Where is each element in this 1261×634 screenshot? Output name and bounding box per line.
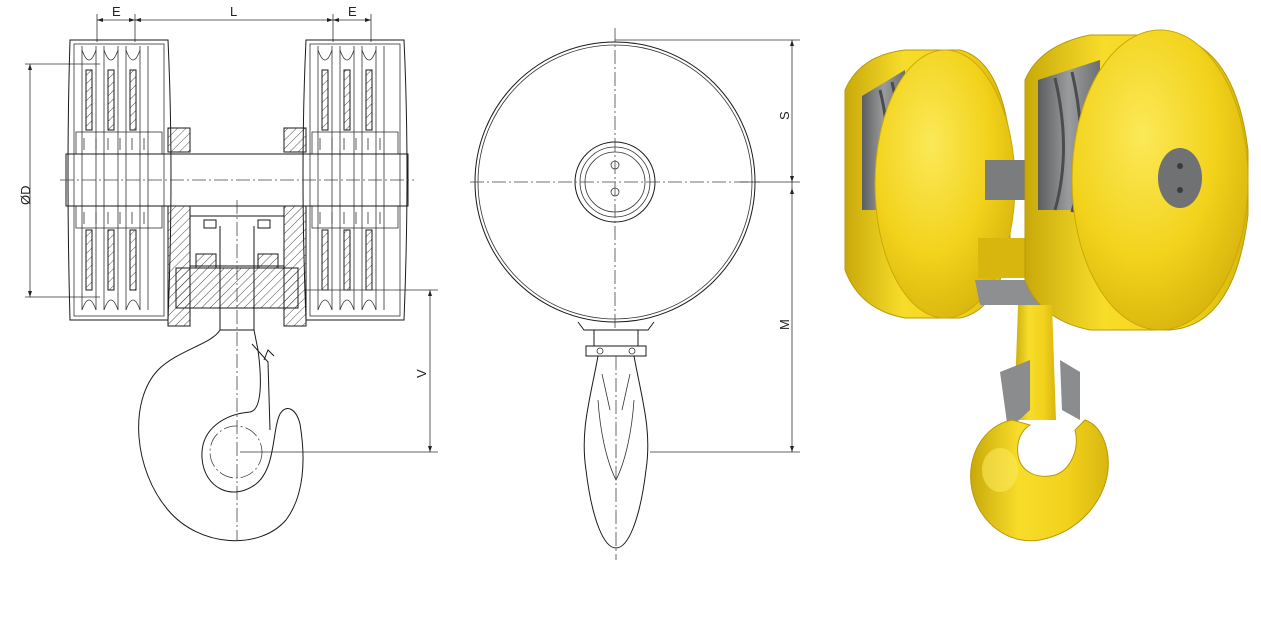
render-right-wheel: [1024, 29, 1249, 331]
dimension-m: M: [650, 182, 800, 453]
hook-outline: [138, 200, 304, 542]
section-view: E L E ØD: [18, 4, 438, 542]
dim-label-diameter: ØD: [18, 186, 33, 206]
dim-label-e-right: E: [348, 4, 357, 19]
side-view: S M: [470, 28, 800, 560]
dim-label-e-left: E: [112, 4, 121, 19]
dimension-diameter: ØD: [18, 63, 100, 298]
render-hook: [970, 305, 1109, 542]
dim-label-l: L: [230, 4, 237, 19]
hook-block-render: [844, 29, 1249, 542]
dim-label-m: M: [777, 319, 792, 330]
dimension-e-l-e: E L E: [96, 4, 372, 42]
dimension-v: V: [240, 289, 438, 453]
dimension-s: S: [615, 39, 800, 183]
dim-label-s: S: [777, 111, 792, 120]
hook-side-profile: [577, 321, 655, 560]
axle: [60, 153, 414, 207]
dim-label-v: V: [414, 369, 429, 378]
